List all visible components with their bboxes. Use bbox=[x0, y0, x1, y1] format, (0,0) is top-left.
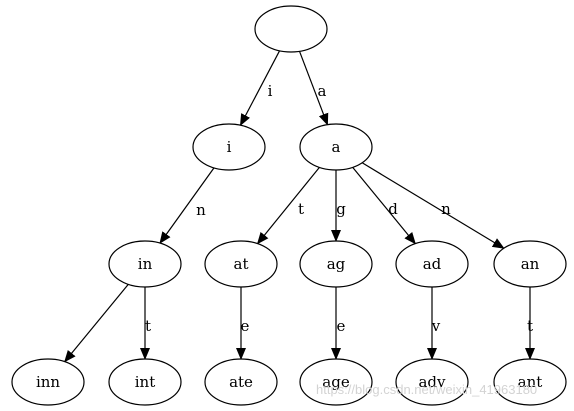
node-label-ad: ad bbox=[423, 255, 442, 273]
node-label-at: at bbox=[234, 255, 249, 273]
node-label-i: i bbox=[227, 138, 232, 156]
node-ellipse-ad bbox=[395, 240, 469, 288]
node-a: a bbox=[299, 123, 373, 171]
edge-label-ad-adv: v bbox=[431, 317, 441, 335]
edge-root-a bbox=[298, 51, 329, 126]
edge-label-ag-age: e bbox=[337, 317, 346, 335]
node-age: age bbox=[299, 358, 373, 406]
node-label-int: int bbox=[135, 373, 156, 391]
edge-label-i-in: n bbox=[196, 201, 206, 219]
node-ant: ant bbox=[493, 358, 567, 406]
node-label-adv: adv bbox=[418, 373, 446, 391]
node-ellipse-adv bbox=[395, 358, 469, 406]
node-ellipse-an bbox=[493, 240, 567, 288]
node-root bbox=[254, 5, 328, 53]
node-i: i bbox=[192, 123, 266, 171]
edge-label-a-at: t bbox=[298, 200, 304, 218]
node-an: an bbox=[493, 240, 567, 288]
node-at: at bbox=[204, 240, 278, 288]
node-ellipse-root bbox=[254, 5, 328, 53]
node-ate: ate bbox=[204, 358, 278, 406]
node-ellipse-a bbox=[299, 123, 373, 171]
node-adv: adv bbox=[395, 358, 469, 406]
node-ellipse-ate bbox=[204, 358, 278, 406]
node-ellipse-age bbox=[299, 358, 373, 406]
node-label-ate: ate bbox=[229, 373, 253, 391]
node-ellipse-int bbox=[108, 358, 182, 406]
edge-i-in bbox=[159, 167, 215, 244]
watermark-text: https://blog.csdn.net/weixin_41963180 bbox=[316, 382, 538, 397]
node-label-in: in bbox=[138, 255, 153, 273]
node-ellipse-ag bbox=[299, 240, 373, 288]
node-ellipse-in bbox=[108, 240, 182, 288]
edge-a-an bbox=[361, 162, 505, 249]
node-ellipse-i bbox=[192, 123, 266, 171]
node-in: in bbox=[108, 240, 182, 288]
edge-label-in-int: t bbox=[145, 317, 151, 335]
edge-label-a-ad: d bbox=[388, 200, 398, 218]
edges-layer: i a n t g d n t e e v t bbox=[64, 50, 535, 363]
edge-a-at bbox=[256, 167, 320, 245]
node-label-age: age bbox=[322, 373, 350, 391]
node-int: int bbox=[108, 358, 182, 406]
node-ellipse-at bbox=[204, 240, 278, 288]
node-label-inn: inn bbox=[36, 373, 60, 391]
edge-label-a-ag: g bbox=[336, 200, 346, 218]
node-ag: ag bbox=[299, 240, 373, 288]
node-label-an: an bbox=[521, 255, 540, 273]
edge-label-a-an: n bbox=[441, 200, 451, 218]
node-label-a: a bbox=[332, 138, 341, 156]
edge-label-root-i: i bbox=[268, 82, 273, 100]
node-inn: inn bbox=[11, 358, 85, 406]
edge-in-inn bbox=[64, 283, 129, 363]
edge-label-root-a: a bbox=[318, 82, 327, 100]
edge-label-an-ant: t bbox=[527, 317, 533, 335]
node-ad: ad bbox=[395, 240, 469, 288]
node-ellipse-ant bbox=[493, 358, 567, 406]
node-ellipse-inn bbox=[11, 358, 85, 406]
edge-a-ad bbox=[352, 166, 416, 245]
node-label-ant: ant bbox=[518, 373, 543, 391]
node-label-ag: ag bbox=[327, 255, 346, 273]
edge-root-i bbox=[239, 50, 281, 127]
edge-label-at-ate: e bbox=[241, 317, 250, 335]
